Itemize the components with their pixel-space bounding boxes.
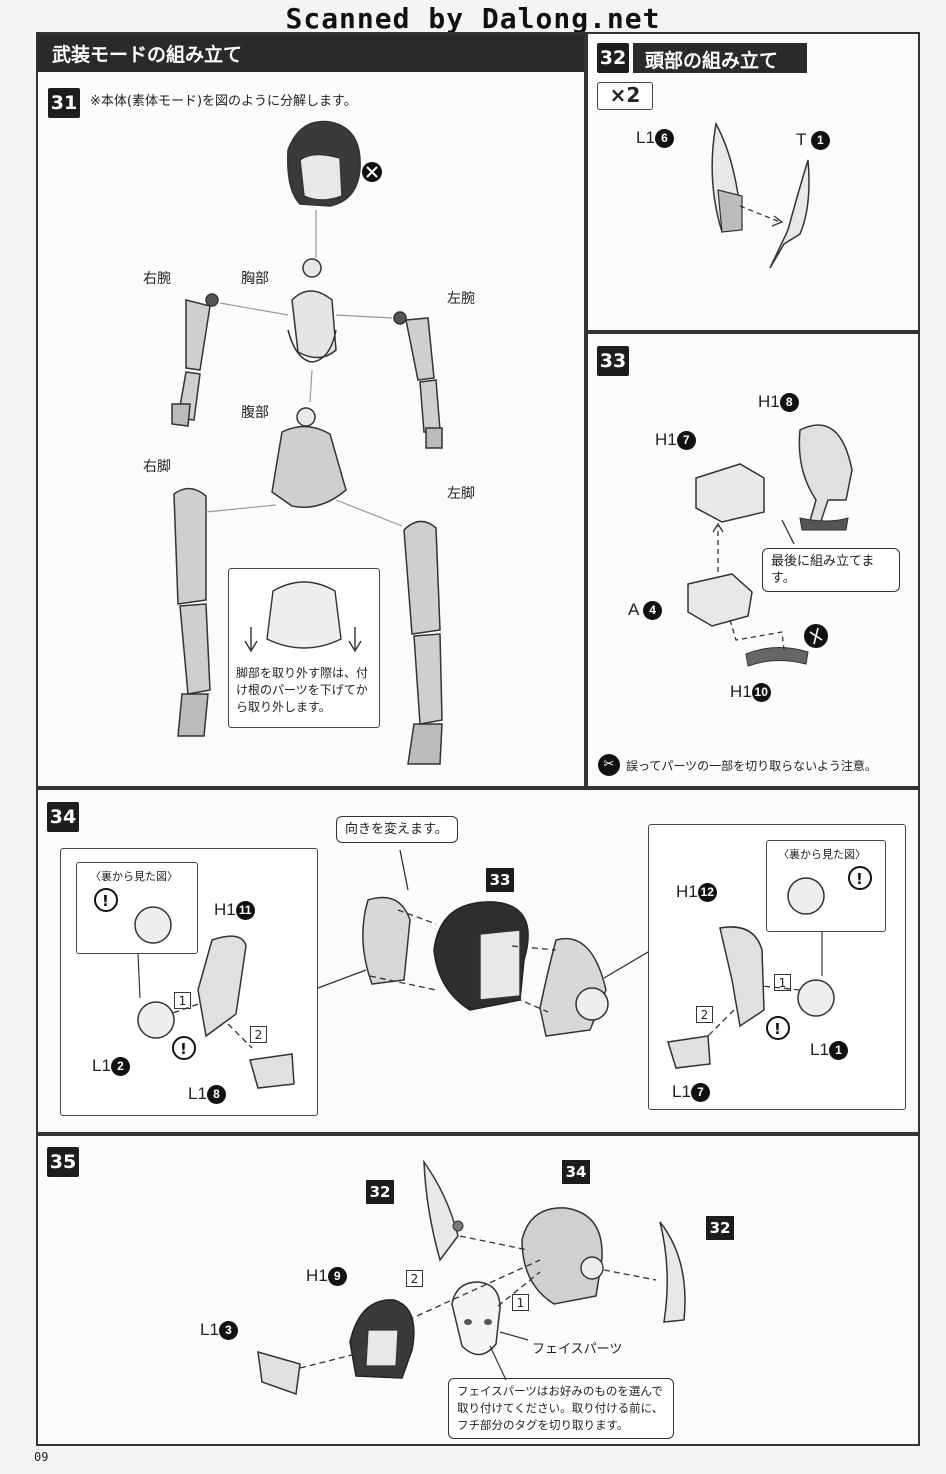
label-left-arm: 左腕 bbox=[447, 291, 475, 307]
step35-number: 35 bbox=[47, 1147, 79, 1177]
hip-detail-illustration bbox=[244, 581, 362, 653]
svg-text:!: ! bbox=[774, 1020, 781, 1038]
step31-leg-note: 脚部を取り外す際は、付け根のパーツを下げてから取り外します。 bbox=[236, 666, 369, 714]
part-a-4: A 4 bbox=[628, 600, 663, 621]
step33-number: 33 bbox=[597, 346, 629, 376]
step31-number: 31 bbox=[48, 88, 80, 118]
step34-rotate-note: 向きを変えます。 bbox=[336, 816, 458, 843]
step34-left-order-1: 1 bbox=[174, 992, 191, 1009]
step35-order-1: 1 bbox=[512, 1294, 529, 1311]
page-number: 09 bbox=[34, 1450, 49, 1464]
face-parts-label: フェイスパーツ bbox=[532, 1342, 623, 1357]
step33-caution: 誤ってパーツの一部を切り取らないよう注意。 bbox=[626, 759, 877, 773]
part-t-1: T 1 bbox=[796, 130, 830, 151]
step35-ref-34: 34 bbox=[562, 1160, 590, 1184]
label-abdomen: 腹部 bbox=[241, 405, 269, 421]
svg-text:!: ! bbox=[102, 892, 109, 910]
step35-face-note: フェイスパーツはお好みのものを選んで取り付けてください。取り付ける前に、フチ部分… bbox=[448, 1378, 674, 1439]
step35-ref-32-right: 32 bbox=[706, 1216, 734, 1240]
label-right-leg: 右脚 bbox=[143, 459, 171, 475]
step31-instruction: ※本体(素体モード)を図のように分解します。 bbox=[90, 94, 357, 109]
step34-ref-33: 33 bbox=[486, 868, 514, 892]
section-title: 武装モードの組み立て bbox=[38, 34, 584, 72]
step32-multiplier: ×2 bbox=[597, 82, 653, 110]
step34-right-order-1: 1 bbox=[774, 974, 791, 991]
step31-leg-note-box: 脚部を取り外す際は、付け根のパーツを下げてから取り外します。 bbox=[228, 568, 380, 728]
step32-title: 頭部の組み立て bbox=[633, 43, 807, 73]
label-right-arm: 右腕 bbox=[143, 271, 171, 287]
step34-left-order-2: 2 bbox=[250, 1026, 267, 1043]
scan-watermark: Scanned by Dalong.net bbox=[285, 2, 661, 35]
caution-icon: ✂ bbox=[598, 754, 620, 776]
step34-right-rear-view-label: 〈裏から見た図〉 bbox=[778, 848, 866, 861]
svg-text:!: ! bbox=[180, 1040, 187, 1058]
step33-callout: 最後に組み立てます。 bbox=[762, 548, 900, 592]
step34-number: 34 bbox=[47, 802, 79, 832]
label-chest: 胸部 bbox=[241, 271, 269, 287]
step34-right-order-2: 2 bbox=[696, 1006, 713, 1023]
step32-number: 32 bbox=[597, 43, 629, 73]
step34-left-rear-view-label: 〈裏から見た図〉 bbox=[90, 870, 178, 883]
step34-left-rear-view bbox=[76, 862, 198, 954]
step35-ref-32-left: 32 bbox=[366, 1180, 394, 1204]
label-left-leg: 左脚 bbox=[447, 486, 475, 502]
svg-text:!: ! bbox=[856, 870, 863, 888]
step35-order-2: 2 bbox=[406, 1270, 423, 1287]
